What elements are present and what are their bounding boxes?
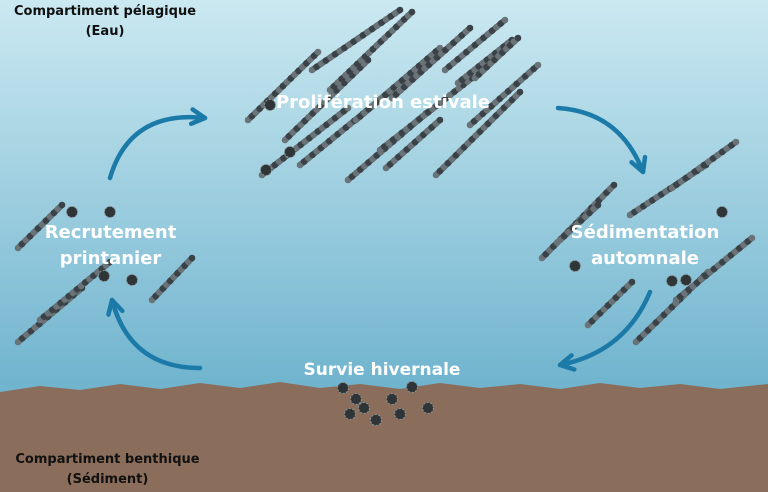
- arrow-head: [188, 107, 208, 127]
- cyst: [406, 381, 418, 393]
- sediment-layer: [0, 382, 768, 492]
- arrow-head: [629, 154, 648, 175]
- benthic-compartment-label: Compartiment benthique (Sédiment): [0, 450, 215, 490]
- filament: [432, 88, 524, 179]
- arrow-winter-to-spring: [109, 297, 203, 371]
- cyst: [284, 146, 296, 158]
- cyst: [386, 393, 398, 405]
- filament: [441, 16, 509, 74]
- filament: [308, 6, 404, 74]
- autumn-sedimentation-label: Sédimentation automnale: [560, 220, 730, 272]
- cyst: [680, 274, 692, 286]
- summer-bloom-label: Prolifération estivale: [275, 92, 490, 113]
- cyst: [337, 382, 349, 394]
- filament: [466, 61, 542, 129]
- autumn-label-line1: Sédimentation: [570, 222, 720, 243]
- cyst: [344, 408, 356, 420]
- cyst: [370, 414, 382, 426]
- cyst: [716, 206, 728, 218]
- cyst: [104, 206, 116, 218]
- filament-group: [14, 6, 756, 346]
- filament: [388, 24, 474, 102]
- cyst: [66, 206, 78, 218]
- filament: [382, 116, 444, 172]
- benthic-label-line1: Compartiment benthique: [15, 452, 200, 467]
- pelagic-label-line2: (Eau): [85, 24, 125, 39]
- filament: [668, 138, 740, 192]
- cyst-group: [66, 99, 728, 426]
- pelagic-compartment-label: Compartiment pélagique (Eau): [0, 2, 210, 42]
- arrow-head: [106, 297, 125, 317]
- cyst: [358, 402, 370, 414]
- cyst: [422, 402, 434, 414]
- cyst: [264, 99, 276, 111]
- filament: [14, 201, 66, 252]
- filament: [672, 234, 756, 304]
- cycle-arrows: [106, 105, 653, 372]
- arrow-summer-to-autumn: [555, 105, 646, 175]
- spring-recruitment-label: Recrutement printanier: [28, 220, 193, 272]
- spring-label-line1: Recrutement: [44, 222, 177, 243]
- filament: [556, 201, 602, 244]
- filament: [352, 44, 444, 124]
- filament: [326, 8, 416, 94]
- filament: [148, 254, 196, 304]
- pelagic-label-line1: Compartiment pélagique: [13, 4, 197, 19]
- cyst: [569, 260, 581, 272]
- cyst: [260, 164, 272, 176]
- filament: [36, 258, 114, 324]
- cyst: [350, 393, 362, 405]
- filament: [584, 278, 636, 329]
- benthic-label-line2: (Sédiment): [66, 472, 149, 487]
- arrow-head: [557, 353, 577, 372]
- arrow-spring-to-summer: [107, 114, 208, 181]
- winter-survival-label: Survie hivernale: [303, 360, 461, 380]
- filament: [471, 34, 522, 82]
- cyst: [126, 274, 138, 286]
- autumn-label-line2: automnale: [590, 248, 700, 269]
- arrow-autumn-to-winter: [557, 289, 653, 368]
- cyst: [98, 270, 110, 282]
- cyst: [394, 408, 406, 420]
- spring-label-line2: printanier: [59, 248, 162, 269]
- cyst: [666, 275, 678, 287]
